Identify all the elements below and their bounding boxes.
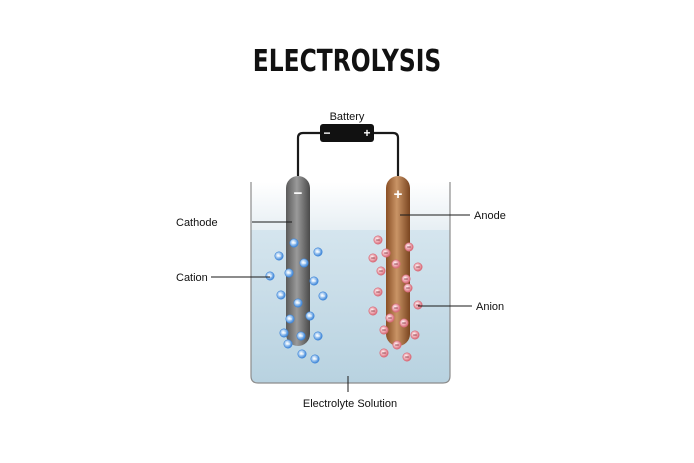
cation-particle [310,354,320,364]
anion-particle [373,235,383,245]
cation-particle [265,271,275,281]
wire-positive [374,131,400,176]
anion-particle [368,306,378,316]
beaker-outline [250,182,451,384]
battery-label: Battery [330,111,365,123]
cation-particle [285,314,295,324]
anion-particle [401,274,411,284]
wire-negative [296,131,320,176]
beaker-air [251,182,450,232]
cation-particle [279,328,289,338]
cation-particle [297,349,307,359]
circuit-wires [296,131,400,176]
solution-label: Electrolyte Solution [303,398,397,410]
cation-particle [305,311,315,321]
anion-particle [368,253,378,263]
anion-particle [379,348,389,358]
anion-particle [410,330,420,340]
cations [265,238,328,364]
cation-particle [289,238,299,248]
cation-particle [313,331,323,341]
battery-body [320,124,374,142]
battery-positive-sign: + [363,126,370,140]
cation-particle [313,247,323,257]
cathode-rod [286,176,310,346]
cation-particle [293,298,303,308]
diagram-title: ELECTROLYSIS [252,44,442,79]
anion-particle [403,283,413,293]
cation-particle [296,331,306,341]
anode-sign: + [394,186,403,203]
battery-negative-sign: − [323,126,330,140]
cation-particle [274,251,284,261]
cathode-label: Cathode [176,217,218,229]
cathode-electrode: − [286,176,310,346]
anion-particle [392,340,402,350]
cation-particle [299,258,309,268]
anion-label: Anion [476,301,504,313]
cation-particle [276,290,286,300]
cation-particle [283,339,293,349]
anion-particle [385,313,395,323]
anion-particle [381,248,391,258]
cation-label: Cation [176,272,208,284]
beaker [250,182,451,384]
cation-particle [284,268,294,278]
anion-particle [379,325,389,335]
anion-particle [373,287,383,297]
anode-label: Anode [474,210,506,222]
cation-particle [318,291,328,301]
anion-particle [391,259,401,269]
anions [368,235,423,362]
anion-particle [399,318,409,328]
cathode-sign: − [294,185,303,202]
anion-particle [376,266,386,276]
callouts: Cathode Cation Anode Anion Electrolyte S… [176,210,506,410]
anion-particle [413,262,423,272]
battery: − + Battery [320,111,374,142]
anion-particle [391,303,401,313]
cation-particle [309,276,319,286]
anion-particle [404,242,414,252]
anion-particle [402,352,412,362]
anion-particle [413,300,423,310]
